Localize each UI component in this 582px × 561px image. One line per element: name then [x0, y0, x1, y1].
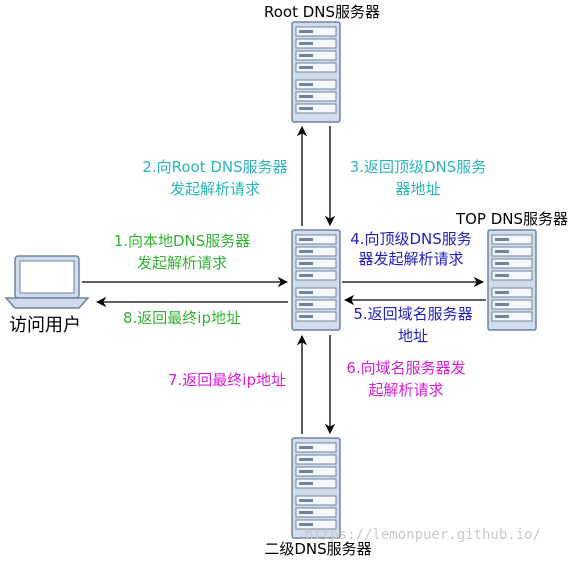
step1-label-line1: 1.向本地DNS服务器 — [114, 232, 251, 250]
step5-label-line2: 地址 — [398, 327, 428, 345]
step4-label-line1: 4.向顶级DNS服务 — [350, 230, 472, 248]
step3-label-line2: 器地址 — [395, 180, 440, 198]
root-dns-label: Root DNS服务器 — [264, 3, 380, 21]
top-dns-server-icon — [487, 229, 537, 331]
step6-label-line1: 6.向域名服务器发 — [346, 359, 465, 377]
step4-label-line2: 器发起解析请求 — [358, 250, 463, 268]
step7-label: 7.返回最终ip地址 — [168, 371, 286, 389]
laptop-icon — [4, 255, 90, 309]
user-label: 访问用户 — [9, 315, 81, 336]
step8-label: 8.返回最终ip地址 — [123, 309, 241, 327]
second-dns-label: 二级DNS服务器 — [264, 540, 371, 558]
step5-label-line1: 5.返回域名服务器 — [353, 305, 472, 323]
root-dns-server-icon — [291, 21, 341, 123]
step2-label-line2: 发起解析请求 — [170, 180, 260, 198]
step6-label-line2: 起解析请求 — [368, 381, 443, 399]
step2-label-line1: 2.向Root DNS服务器 — [142, 158, 287, 176]
step1-label-line2: 发起解析请求 — [137, 254, 227, 272]
second-level-dns-server-icon — [291, 437, 341, 539]
top-dns-label: TOP DNS服务器 — [455, 210, 568, 228]
local-dns-server-icon — [291, 229, 341, 331]
watermark-text: https://lemonpuer.github.io/ — [305, 527, 541, 543]
step3-label-line1: 3.返回顶级DNS服务 — [350, 158, 487, 176]
